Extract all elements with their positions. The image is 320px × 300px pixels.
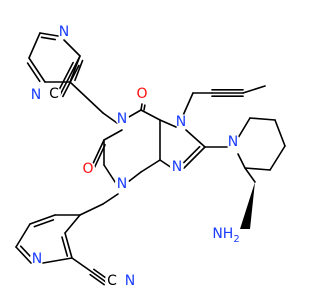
bond-cn1-triple: [59, 63, 77, 96]
bond-c8-n9-second: [182, 145, 201, 164]
bond-py1-n-c2: [63, 39, 81, 57]
bond-c6-c5: [140, 109, 161, 121]
lbl-nh2-subscript: 2: [233, 234, 239, 245]
bond-py1-c4-c5: [28, 57, 46, 83]
atom-label-bg: [29, 87, 43, 101]
bond-py1-c5-c6: [28, 32, 41, 59]
bond-py3-c1-n: [42, 257, 73, 264]
bond-c3p-c4p: [274, 119, 286, 147]
bond-ch2-n1: [102, 112, 118, 124]
bond-c2p-c3p: [249, 117, 276, 121]
atom-label-bg: [57, 24, 71, 38]
bond-n7-c8: [185, 129, 206, 148]
atom-label-bg: [170, 159, 184, 173]
bond-c4-n3: [140, 159, 161, 173]
lbl-np: N: [228, 134, 238, 150]
bond-cn3-triple: [91, 271, 107, 283]
bond-py1-c6-n: [39, 32, 59, 37]
bond-c2-n3-b: [103, 164, 118, 186]
bond-c8-n9: [183, 146, 206, 169]
bond-cn3-triple-second: [89, 273, 105, 286]
atom-label-bg: [226, 134, 240, 148]
bond-ch2-py3: [79, 203, 104, 216]
bond-np-c2p: [237, 117, 251, 139]
bond-n3-c4b: [127, 171, 142, 183]
bond-c3-nh2-wedge: [240, 182, 255, 229]
lbl-n7: N: [176, 114, 186, 130]
bond-c2-o2-second: [93, 144, 106, 169]
bond-cn1-triple-third: [62, 64, 80, 98]
bond-n9-c4: [159, 159, 173, 169]
bond-c6-o6: [140, 103, 143, 111]
lbl-n-cn1: N: [31, 87, 41, 103]
bond-py3-c3-c2: [64, 214, 81, 234]
lbl-n-py1: N: [59, 24, 69, 40]
bond-c4p-c5p: [269, 145, 286, 171]
lbl-o6: O: [136, 86, 147, 102]
bond-cn1-triple-second: [56, 61, 74, 95]
bond-n3-ch2: [102, 193, 119, 205]
bond-c5p-c6p: [244, 167, 271, 171]
atom-label-bg: [115, 176, 129, 190]
lbl-c-cn3: C: [107, 273, 117, 289]
bond-py1-c6-n-second: [40, 36, 56, 41]
atom-label-bg: [174, 114, 188, 128]
bond-py3-c2-c1-second: [61, 236, 69, 257]
bond-py1-c2-cn: [75, 55, 81, 65]
bond-c6-o6-second: [143, 104, 146, 111]
bond-c5-n7: [159, 119, 177, 128]
atom-label-bg: [123, 273, 137, 287]
bond-py3-c5-c4-second: [33, 219, 55, 228]
atom-label-bg: [105, 273, 119, 287]
atom-label-bg: [115, 111, 129, 125]
atom-label-bg: [47, 86, 61, 100]
atom-label-bg: [30, 251, 44, 265]
bond-py3-c6-c5: [15, 223, 31, 248]
lbl-n-py3: N: [32, 251, 42, 267]
bond-py3-c2-c1: [64, 232, 73, 259]
bond-alkyne-ch3: [242, 85, 266, 94]
lbl-n3: N: [117, 176, 127, 192]
bond-py1-c3-ch2: [69, 81, 104, 114]
bond-py1-c4-c5-second: [26, 62, 41, 83]
lbl-n-cn3: N: [125, 273, 135, 289]
lbl-o2: O: [82, 161, 93, 177]
bond-c6p-c3amine: [244, 167, 256, 183]
bond-n1-c2: [103, 129, 123, 141]
lbl-c-cn1: C: [49, 86, 59, 102]
bond-py1-c2-c3-second: [74, 59, 84, 82]
bond-py3-c5-c4: [29, 214, 56, 225]
bond-n1-c6: [126, 109, 142, 119]
lbl-n1: N: [117, 111, 127, 127]
atom-label-bg: [135, 86, 149, 100]
lbl-nh2: NH2: [212, 226, 239, 245]
bond-c6p-np: [237, 153, 246, 169]
bonds-layer: [15, 32, 286, 286]
bond-py3-n-c6: [15, 246, 32, 264]
atom-label-bg: [81, 161, 95, 175]
lbl-n9: N: [172, 159, 182, 175]
bond-py3-c2-cn: [71, 257, 93, 273]
